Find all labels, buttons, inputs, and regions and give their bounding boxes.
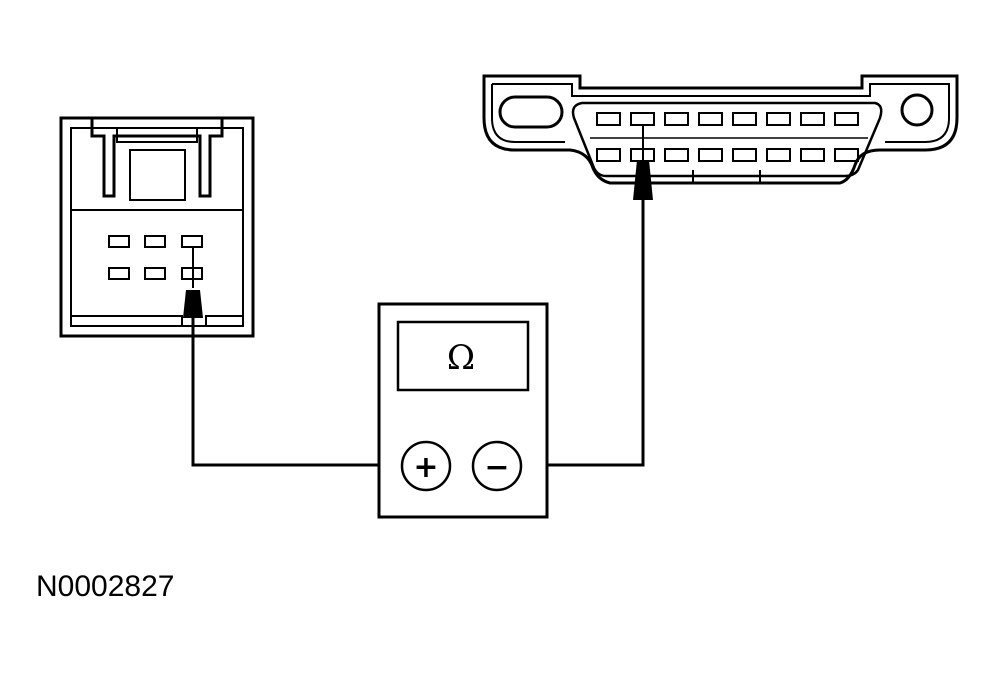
right-probe — [633, 125, 653, 200]
module-connector — [59, 116, 255, 338]
multimeter: Ω + − — [377, 302, 549, 519]
negative-terminal-symbol: − — [484, 450, 509, 485]
left-probe — [183, 247, 203, 318]
figure-id: N0002827 — [36, 570, 175, 603]
test-leads — [191, 200, 645, 467]
ohm-symbol: Ω — [447, 338, 475, 378]
dlc-connector — [482, 74, 959, 185]
positive-terminal-symbol: + — [413, 450, 438, 485]
